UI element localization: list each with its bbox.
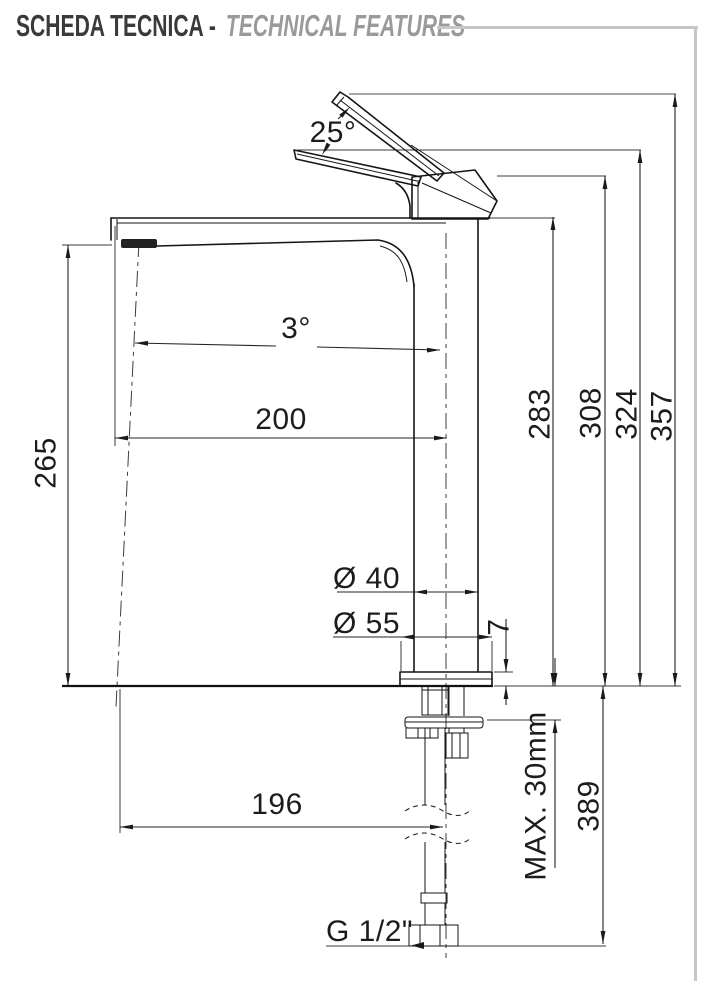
dim-label-body-diameter: Ø 40 <box>333 562 400 595</box>
break-line-2 <box>404 832 472 844</box>
hose-end-nut <box>408 924 459 947</box>
aerator-outlet <box>121 239 157 248</box>
fixing-nut <box>445 732 469 759</box>
supply-tube-lower <box>424 842 446 893</box>
under-counter-assembly <box>404 687 484 947</box>
dim-label-308: 308 <box>575 387 608 439</box>
dim-label-357: 357 <box>646 390 679 442</box>
break-line-1 <box>404 804 472 816</box>
page-title-english: TECHNICAL FEATURES <box>225 8 466 43</box>
page-header: SCHEDA TECNICA - TECHNICAL FEATURES <box>16 8 465 44</box>
dimension-arrows <box>65 94 678 949</box>
centerlines <box>115 233 447 958</box>
cartridge-head <box>411 169 498 220</box>
handle-neck <box>395 182 411 219</box>
extension-lines <box>62 93 681 947</box>
dim-label-max-thickness: MAX. 30mm <box>520 711 553 881</box>
page-border-line <box>694 26 697 981</box>
dim-label-spout-angle: 3° <box>281 312 311 345</box>
spout-underside <box>156 239 415 287</box>
dim-label-handle-angle: 25° <box>310 116 357 149</box>
shank-nut <box>421 687 449 716</box>
dim-label-outlet-height: 265 <box>30 437 63 489</box>
dim-label-base-diameter: Ø 55 <box>333 607 400 640</box>
dim-label-324: 324 <box>611 388 644 440</box>
supply-tube-upper <box>424 728 446 805</box>
dim-label-283: 283 <box>524 388 557 440</box>
dim-label-inlet-thread: G 1/2" <box>326 915 413 948</box>
dim-label-base-height: 7 <box>483 618 516 635</box>
handle-raised <box>331 91 445 182</box>
faucet-outline <box>62 91 498 688</box>
dim-label-spout-reach: 200 <box>255 403 307 436</box>
page-title-italian: SCHEDA TECNICA - <box>16 8 222 43</box>
washer-tabs <box>405 728 439 739</box>
fixing-stud <box>448 687 465 733</box>
dimension-labels: 25° 3° 200 265 283 308 324 357 Ø 40 Ø 55… <box>30 116 679 948</box>
handle-lowered <box>293 149 422 187</box>
dim-label-under-length: 389 <box>573 780 606 832</box>
header-rule <box>437 26 698 29</box>
hose-collar <box>420 892 448 904</box>
dim-label-outlet-offset: 196 <box>251 788 303 821</box>
spout-tilt-centerline <box>115 240 140 708</box>
